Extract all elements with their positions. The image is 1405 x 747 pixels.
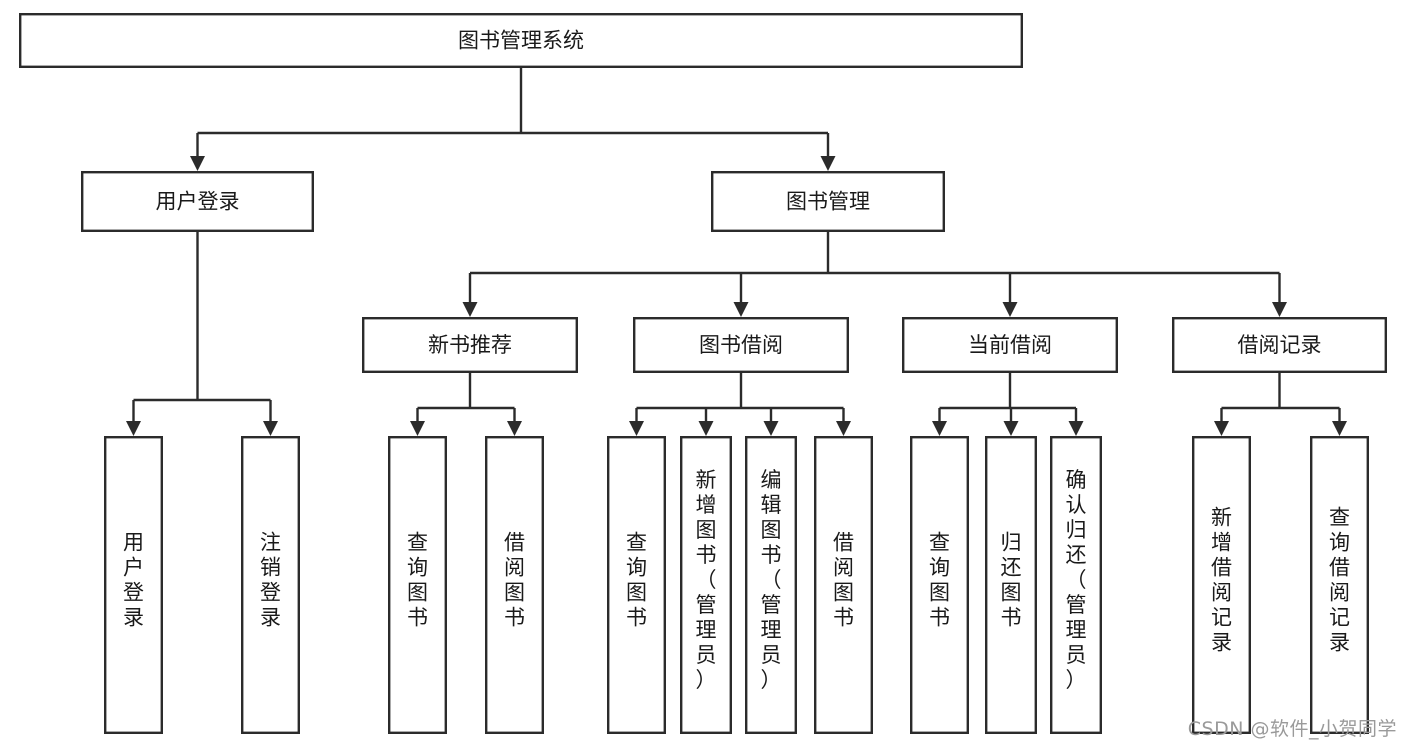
node-label-new-book-recommend: 新书推荐 xyxy=(428,333,512,357)
node-box-root[interactable] xyxy=(19,12,1023,68)
node-leaf-borrow-book-1[interactable]: 借阅图书 xyxy=(485,436,545,735)
node-leaf-query-book-1[interactable]: 查询图书 xyxy=(388,436,448,735)
node-label-root: 图书管理系统 xyxy=(458,29,584,53)
node-leaf-query-record[interactable]: 查询借阅记录 xyxy=(1309,436,1369,735)
node-box-leaf-confirm-return[interactable] xyxy=(1049,436,1102,735)
arrow-head-icon xyxy=(126,421,141,436)
node-box-leaf-query-book-1[interactable] xyxy=(388,436,448,735)
node-box-leaf-add-book[interactable] xyxy=(680,436,733,735)
arrow-head-icon xyxy=(932,421,947,436)
node-box-current-borrow[interactable] xyxy=(902,317,1119,374)
arrow-head-icon xyxy=(629,421,644,436)
node-book-borrow[interactable]: 图书借阅 xyxy=(633,317,850,374)
edge-group-new-book-recommend xyxy=(410,373,522,436)
node-label-leaf-return-book: 归还图书 xyxy=(1001,531,1022,630)
node-box-leaf-query-book-3[interactable] xyxy=(910,436,970,735)
arrow-head-icon xyxy=(190,156,205,171)
edge-group-book-borrow xyxy=(629,373,851,436)
node-box-new-book-recommend[interactable] xyxy=(362,317,579,374)
node-label-leaf-query-book-2: 查询图书 xyxy=(626,531,647,630)
node-leaf-user-login[interactable]: 用户登录 xyxy=(103,436,163,735)
edge-group-current-borrow xyxy=(932,373,1084,436)
node-box-leaf-borrow-book-2[interactable] xyxy=(814,436,874,735)
node-box-borrow-record[interactable] xyxy=(1171,317,1387,374)
edge-group-user-login xyxy=(126,232,278,436)
node-label-current-borrow: 当前借阅 xyxy=(968,333,1052,357)
node-leaf-add-record[interactable]: 新增借阅记录 xyxy=(1191,436,1251,735)
node-borrow-record[interactable]: 借阅记录 xyxy=(1171,317,1387,374)
arrow-head-icon xyxy=(263,421,278,436)
node-root[interactable]: 图书管理系统 xyxy=(19,12,1023,68)
node-label-book-manage: 图书管理 xyxy=(786,190,870,214)
arrow-head-icon xyxy=(836,421,851,436)
node-label-leaf-add-book: 新增图书（管理员） xyxy=(696,468,717,692)
arrow-head-icon xyxy=(507,421,522,436)
node-leaf-confirm-return[interactable]: 确认归还（管理员） xyxy=(1049,436,1102,735)
node-box-leaf-edit-book[interactable] xyxy=(745,436,798,735)
node-box-leaf-query-book-2[interactable] xyxy=(607,436,667,735)
arrow-head-icon xyxy=(462,302,478,317)
arrow-head-icon xyxy=(1002,302,1018,317)
node-leaf-edit-book[interactable]: 编辑图书（管理员） xyxy=(745,436,798,735)
node-leaf-query-book-3[interactable]: 查询图书 xyxy=(910,436,970,735)
node-user-login[interactable]: 用户登录 xyxy=(80,170,315,232)
node-label-leaf-confirm-return: 确认归还（管理员） xyxy=(1066,468,1087,692)
node-box-leaf-user-logout[interactable] xyxy=(240,436,300,735)
node-book-manage[interactable]: 图书管理 xyxy=(711,170,946,232)
node-leaf-query-book-2[interactable]: 查询图书 xyxy=(607,436,667,735)
connector-layer xyxy=(126,68,1347,436)
node-leaf-add-book[interactable]: 新增图书（管理员） xyxy=(680,436,733,735)
arrow-head-icon xyxy=(410,421,425,436)
node-box-leaf-add-record[interactable] xyxy=(1191,436,1251,735)
node-leaf-return-book[interactable]: 归还图书 xyxy=(985,436,1038,735)
arrow-head-icon xyxy=(1068,421,1084,436)
node-box-book-borrow[interactable] xyxy=(633,317,850,374)
node-box-leaf-user-login[interactable] xyxy=(103,436,163,735)
node-label-book-borrow: 图书借阅 xyxy=(699,333,783,357)
node-leaf-user-logout[interactable]: 注销登录 xyxy=(240,436,300,735)
edge-group-borrow-record xyxy=(1214,373,1347,436)
node-leaf-borrow-book-2[interactable]: 借阅图书 xyxy=(814,436,874,735)
node-label-leaf-query-record: 查询借阅记录 xyxy=(1329,506,1350,655)
node-label-borrow-record: 借阅记录 xyxy=(1238,333,1322,357)
node-label-user-login: 用户登录 xyxy=(156,190,240,214)
arrow-head-icon xyxy=(763,421,779,436)
node-box-user-login[interactable] xyxy=(80,170,315,232)
node-label-leaf-edit-book: 编辑图书（管理员） xyxy=(761,468,782,692)
node-box-leaf-query-record[interactable] xyxy=(1309,436,1369,735)
arrow-head-icon xyxy=(1003,421,1019,436)
node-layer: 图书管理系统用户登录图书管理新书推荐图书借阅当前借阅借阅记录用户登录注销登录查询… xyxy=(19,12,1387,735)
edge-group-book-manage xyxy=(462,232,1287,317)
node-current-borrow[interactable]: 当前借阅 xyxy=(902,317,1119,374)
node-label-leaf-query-book-3: 查询图书 xyxy=(929,531,950,630)
node-box-book-manage[interactable] xyxy=(711,170,946,232)
arrow-head-icon xyxy=(1332,421,1347,436)
arrow-head-icon xyxy=(733,302,749,317)
arrow-head-icon xyxy=(820,156,836,171)
node-label-leaf-query-book-1: 查询图书 xyxy=(407,531,428,630)
arrow-head-icon xyxy=(1214,421,1229,436)
watermark-text: CSDN @软件_小贺同学 xyxy=(1187,718,1397,740)
node-label-leaf-user-login: 用户登录 xyxy=(123,531,144,630)
node-label-leaf-borrow-book-1: 借阅图书 xyxy=(504,531,525,630)
edge-group-root xyxy=(190,68,836,171)
node-label-leaf-user-logout: 注销登录 xyxy=(260,531,281,630)
node-label-leaf-add-record: 新增借阅记录 xyxy=(1211,506,1232,655)
node-box-leaf-return-book[interactable] xyxy=(985,436,1038,735)
arrow-head-icon xyxy=(1272,302,1287,317)
node-new-book-recommend[interactable]: 新书推荐 xyxy=(362,317,579,374)
node-box-leaf-borrow-book-1[interactable] xyxy=(485,436,545,735)
arrow-head-icon xyxy=(698,421,714,436)
node-label-leaf-borrow-book-2: 借阅图书 xyxy=(833,531,854,630)
